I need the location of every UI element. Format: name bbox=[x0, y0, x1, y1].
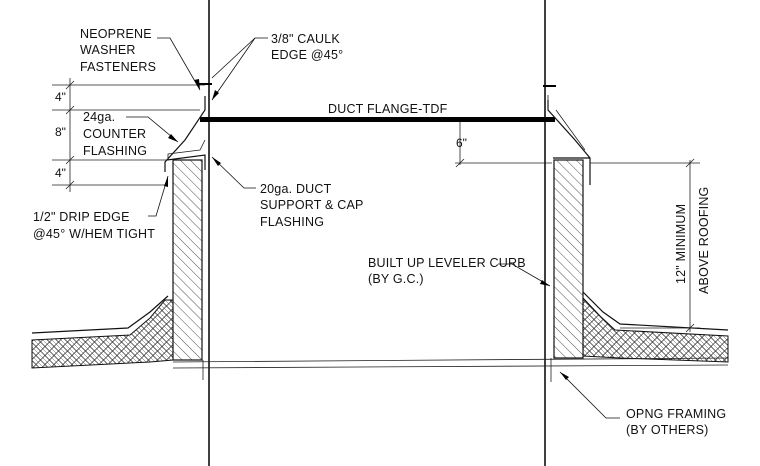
label-drip-2: @45° W/HEM TIGHT bbox=[33, 227, 155, 241]
cap-flashing-left bbox=[164, 96, 206, 172]
label-neoprene-2: WASHER bbox=[80, 43, 136, 57]
dim-tick-3 bbox=[65, 155, 75, 165]
label-counter-3: FLASHING bbox=[83, 144, 147, 158]
dim-tick-1 bbox=[65, 80, 75, 90]
roofing-membrane-left bbox=[31, 295, 169, 334]
label-drip-1: 1/2" DRIP EDGE bbox=[33, 210, 130, 224]
dim-12-tick-bottom bbox=[685, 323, 695, 333]
label-support-3: FLASHING bbox=[260, 215, 324, 229]
label-duct-flange: DUCT FLANGE-TDF bbox=[328, 102, 448, 116]
deck-line-top bbox=[172, 357, 729, 363]
dim-text-8: 8" bbox=[55, 125, 66, 139]
leader-caulk-arrow bbox=[212, 90, 219, 100]
label-caulk-2: EDGE @45° bbox=[271, 48, 343, 62]
label-curb-1: BUILT UP LEVELER CURB bbox=[368, 256, 526, 270]
leader-neoprene bbox=[157, 37, 201, 91]
label-framing-1: OPNG FRAMING bbox=[626, 407, 726, 421]
dim-tick-4 bbox=[65, 180, 75, 190]
deck-line-bottom bbox=[172, 364, 729, 369]
label-min-2: ABOVE ROOFING bbox=[697, 187, 711, 294]
leader-drip-arrow bbox=[164, 176, 168, 187]
label-curb-2: (BY G.C.) bbox=[368, 272, 424, 286]
label-support-2: SUPPORT & CAP bbox=[260, 198, 364, 212]
label-framing-2: (BY OTHERS) bbox=[626, 423, 709, 437]
roofing-insulation-right bbox=[582, 296, 729, 363]
leveler-curb-left bbox=[172, 159, 203, 361]
dim-text-4-top: 4" bbox=[55, 90, 66, 104]
dim-6-tick bbox=[455, 158, 465, 168]
duct-flange-bar bbox=[200, 117, 555, 122]
leader-curb bbox=[498, 263, 551, 287]
leader-curb-arrow bbox=[540, 280, 550, 286]
leader-caulk-2 bbox=[211, 37, 256, 79]
label-min-1: 12" MINIMUM bbox=[674, 204, 688, 284]
leader-drip bbox=[148, 175, 169, 217]
counter-flashing-right bbox=[547, 95, 586, 151]
dim-text-4-bottom: 4" bbox=[55, 166, 66, 180]
label-neoprene-1: NEOPRENE bbox=[80, 27, 152, 41]
leader-counter bbox=[126, 116, 179, 143]
leader-counter-arrow bbox=[168, 134, 178, 142]
counter-flashing-left bbox=[167, 139, 206, 160]
dim-12-tick-top bbox=[685, 158, 695, 168]
label-caulk-1: 3/8" CAULK bbox=[271, 32, 340, 46]
label-counter-1: 24ga. bbox=[83, 110, 115, 124]
leader-framing bbox=[559, 371, 620, 419]
roofing-membrane-right bbox=[582, 291, 729, 331]
label-counter-2: COUNTER bbox=[83, 127, 146, 141]
leader-neoprene-arrow bbox=[194, 79, 200, 90]
label-support-1: 20ga. DUCT bbox=[260, 182, 332, 196]
leader-support-arrow bbox=[212, 157, 221, 166]
leveler-curb-right bbox=[553, 159, 584, 359]
leader-framing-arrow bbox=[560, 372, 569, 380]
dim-text-6: 6" bbox=[456, 136, 467, 150]
leader-support bbox=[211, 156, 256, 189]
dim-tick-2 bbox=[65, 105, 75, 115]
leader-caulk bbox=[211, 37, 268, 101]
label-neoprene-3: FASTENERS bbox=[80, 60, 156, 74]
